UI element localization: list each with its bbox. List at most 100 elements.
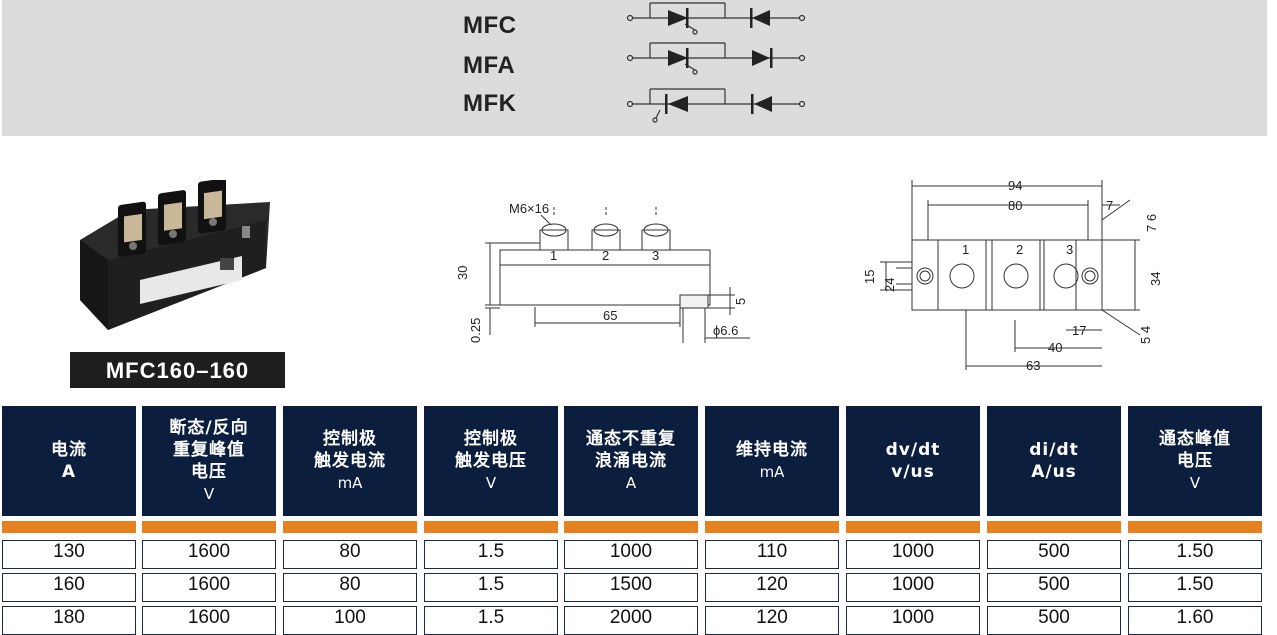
top-view-drawing: 1 2 3 94 80 7 7 6 34 15 24 5 4 17 40 63 — [862, 178, 1163, 373]
terminal-2-label: 2 — [602, 248, 609, 263]
header-line: 重复峰值 — [173, 440, 245, 460]
table-cell: 180 — [2, 606, 136, 635]
table-cell: 110 — [705, 540, 839, 569]
header-line: 控制极 — [464, 429, 518, 449]
table-cell: 80 — [283, 540, 417, 569]
tab-width-label: 15 — [862, 270, 877, 284]
terminal-3-label: 3 — [652, 248, 659, 263]
header-line: 触发电流 — [314, 451, 386, 471]
header-line: 通态峰值 — [1159, 429, 1231, 449]
screw-spec-label: M6×16 — [509, 201, 549, 216]
header-line: 浪涌电流 — [595, 451, 667, 471]
table-cell: 1000 — [846, 606, 980, 635]
header-line: 触发电压 — [455, 451, 527, 471]
header-line: 维持电流 — [736, 440, 808, 460]
header-line: 电压 — [191, 462, 227, 482]
table-cell: 1.5 — [424, 540, 558, 569]
header-cell: 断态/反向重复峰值电压 V — [142, 406, 276, 516]
table-cell: 1600 — [142, 606, 276, 635]
header-unit: V — [203, 485, 215, 503]
table-cell: 1.5 — [424, 573, 558, 602]
header-line: A — [61, 462, 77, 482]
header-line: 通态不重复 — [586, 429, 676, 449]
table-cell: 1000 — [846, 540, 980, 569]
inner-dim-label: 24 — [882, 278, 897, 292]
header-line: v/us — [891, 462, 935, 482]
divider-bar — [705, 521, 839, 533]
divider-bar — [424, 521, 558, 533]
type-mfc-label: MFC — [463, 12, 517, 39]
table-cell: 160 — [2, 573, 136, 602]
height-dim-label: 30 — [455, 266, 470, 280]
divider-bar — [2, 521, 136, 533]
table-cell: 1.5 — [424, 606, 558, 635]
pitch-dim-label: 80 — [1008, 198, 1022, 213]
circuit-types-band — [2, 0, 1267, 136]
table-cell: 2000 — [564, 606, 698, 635]
top-terminal-2: 2 — [1016, 242, 1023, 257]
table-cell: 120 — [705, 573, 839, 602]
header-line: 控制极 — [323, 429, 377, 449]
header-line: 电压 — [1177, 451, 1213, 471]
header-unit: A — [625, 474, 637, 492]
divider-bar — [1128, 521, 1262, 533]
table-cell: 500 — [987, 540, 1121, 569]
module-photo — [80, 180, 270, 330]
table-cell: 130 — [2, 540, 136, 569]
slot-b-dim-label: 5 4 — [1138, 326, 1153, 344]
mfk-circuit-symbol — [626, 88, 806, 123]
table-cell: 120 — [705, 606, 839, 635]
header-line: dv/dt — [885, 440, 941, 460]
d40-dim-label: 40 — [1048, 340, 1062, 355]
header-unit: mA — [337, 474, 363, 492]
table-cell: 1000 — [846, 573, 980, 602]
model-badge: MFC160–160 — [70, 352, 285, 388]
hole-dim-label: ϕ6.6 — [713, 323, 738, 338]
type-mfa-label: MFA — [463, 52, 516, 79]
table-cell: 1500 — [564, 573, 698, 602]
edge-dim-label: 7 — [1106, 198, 1113, 213]
table-cell: 100 — [283, 606, 417, 635]
header-cell: 维持电流 mA — [705, 406, 839, 516]
divider-bar — [142, 521, 276, 533]
width-dim-label: 34 — [1148, 272, 1163, 286]
side-view-drawing: M6×16 1 2 3 30 0.25 65 5 ϕ6.6 — [455, 201, 750, 343]
header-line: 电流 — [51, 440, 87, 460]
table-cell: 1600 — [142, 573, 276, 602]
table-cell: 1.60 — [1128, 606, 1262, 635]
divider-bar — [846, 521, 980, 533]
terminal-1-label: 1 — [550, 248, 557, 263]
table-cell: 500 — [987, 573, 1121, 602]
mfc-circuit-symbol — [626, 2, 806, 35]
type-mfk-label: MFK — [463, 90, 517, 117]
slot-dim-label: 7 6 — [1144, 214, 1159, 232]
header-cell: 通态不重复浪涌电流 A — [564, 406, 698, 516]
center-dim-label: 17 — [1072, 323, 1086, 338]
top-terminal-3: 3 — [1066, 242, 1073, 257]
table-cell: 1600 — [142, 540, 276, 569]
tab-dim-label: 5 — [733, 298, 748, 305]
top-terminal-1: 1 — [962, 242, 969, 257]
table-cell: 1000 — [564, 540, 698, 569]
table-cell: 1.50 — [1128, 540, 1262, 569]
table-cell: 1.50 — [1128, 573, 1262, 602]
d63-dim-label: 63 — [1026, 358, 1040, 373]
header-unit: V — [485, 474, 497, 492]
header-cell: 控制极触发电流 mA — [283, 406, 417, 516]
header-line: 断态/反向 — [169, 418, 249, 438]
length-dim-label: 65 — [603, 308, 617, 323]
header-cell: 控制极触发电压 V — [424, 406, 558, 516]
circuit-symbols-diagram — [626, 2, 806, 123]
divider-bar — [564, 521, 698, 533]
table-cell: 80 — [283, 573, 417, 602]
divider-bar — [283, 521, 417, 533]
base-dim-label: 0.25 — [468, 318, 483, 343]
table-cell: 500 — [987, 606, 1121, 635]
header-unit: mA — [759, 463, 785, 481]
header-line: A/us — [1031, 462, 1077, 482]
divider-bar — [987, 521, 1121, 533]
